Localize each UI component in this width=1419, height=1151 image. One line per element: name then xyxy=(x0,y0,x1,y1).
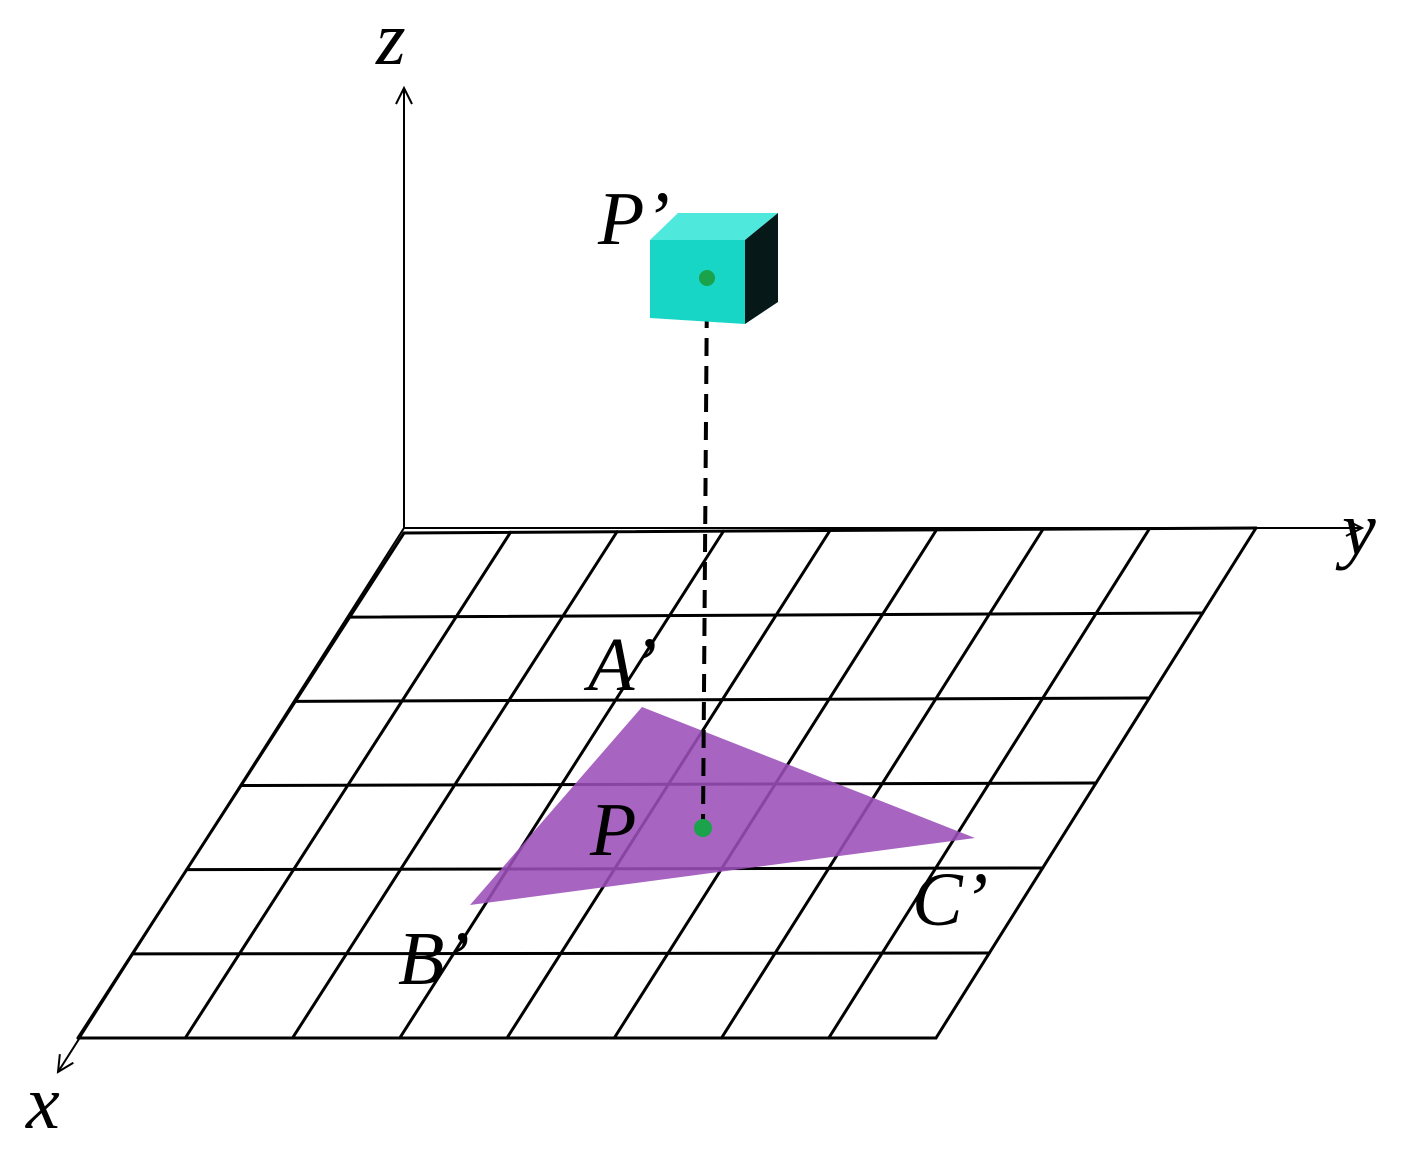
grid-column-line xyxy=(398,529,725,1040)
point-p-prime-label: P’ xyxy=(597,177,670,261)
x-axis xyxy=(58,527,405,1072)
z-axis-label: z xyxy=(375,0,406,81)
triangle-abc xyxy=(470,707,975,905)
point-p-label: P xyxy=(589,788,636,872)
point-c-prime-label: C’ xyxy=(912,858,988,942)
cube-icon xyxy=(650,213,778,324)
grid-column-line xyxy=(934,526,1258,1040)
point-b-prime-label: B’ xyxy=(398,917,470,1001)
x-axis-label: x xyxy=(25,1061,60,1145)
point-p-prime-marker xyxy=(699,270,715,286)
projection-line xyxy=(701,281,709,827)
point-p-marker xyxy=(694,819,712,837)
grid-column-line xyxy=(720,527,1045,1040)
point-a-prime-label: A’ xyxy=(583,623,657,707)
grid-column-line xyxy=(183,530,512,1040)
grid-column-line xyxy=(827,527,1151,1040)
cube-top-face xyxy=(650,213,778,240)
y-axis-label: y xyxy=(1335,487,1376,571)
cube-side-face xyxy=(745,213,778,324)
cube-front-face xyxy=(650,240,745,324)
grid-column-line xyxy=(291,530,619,1040)
